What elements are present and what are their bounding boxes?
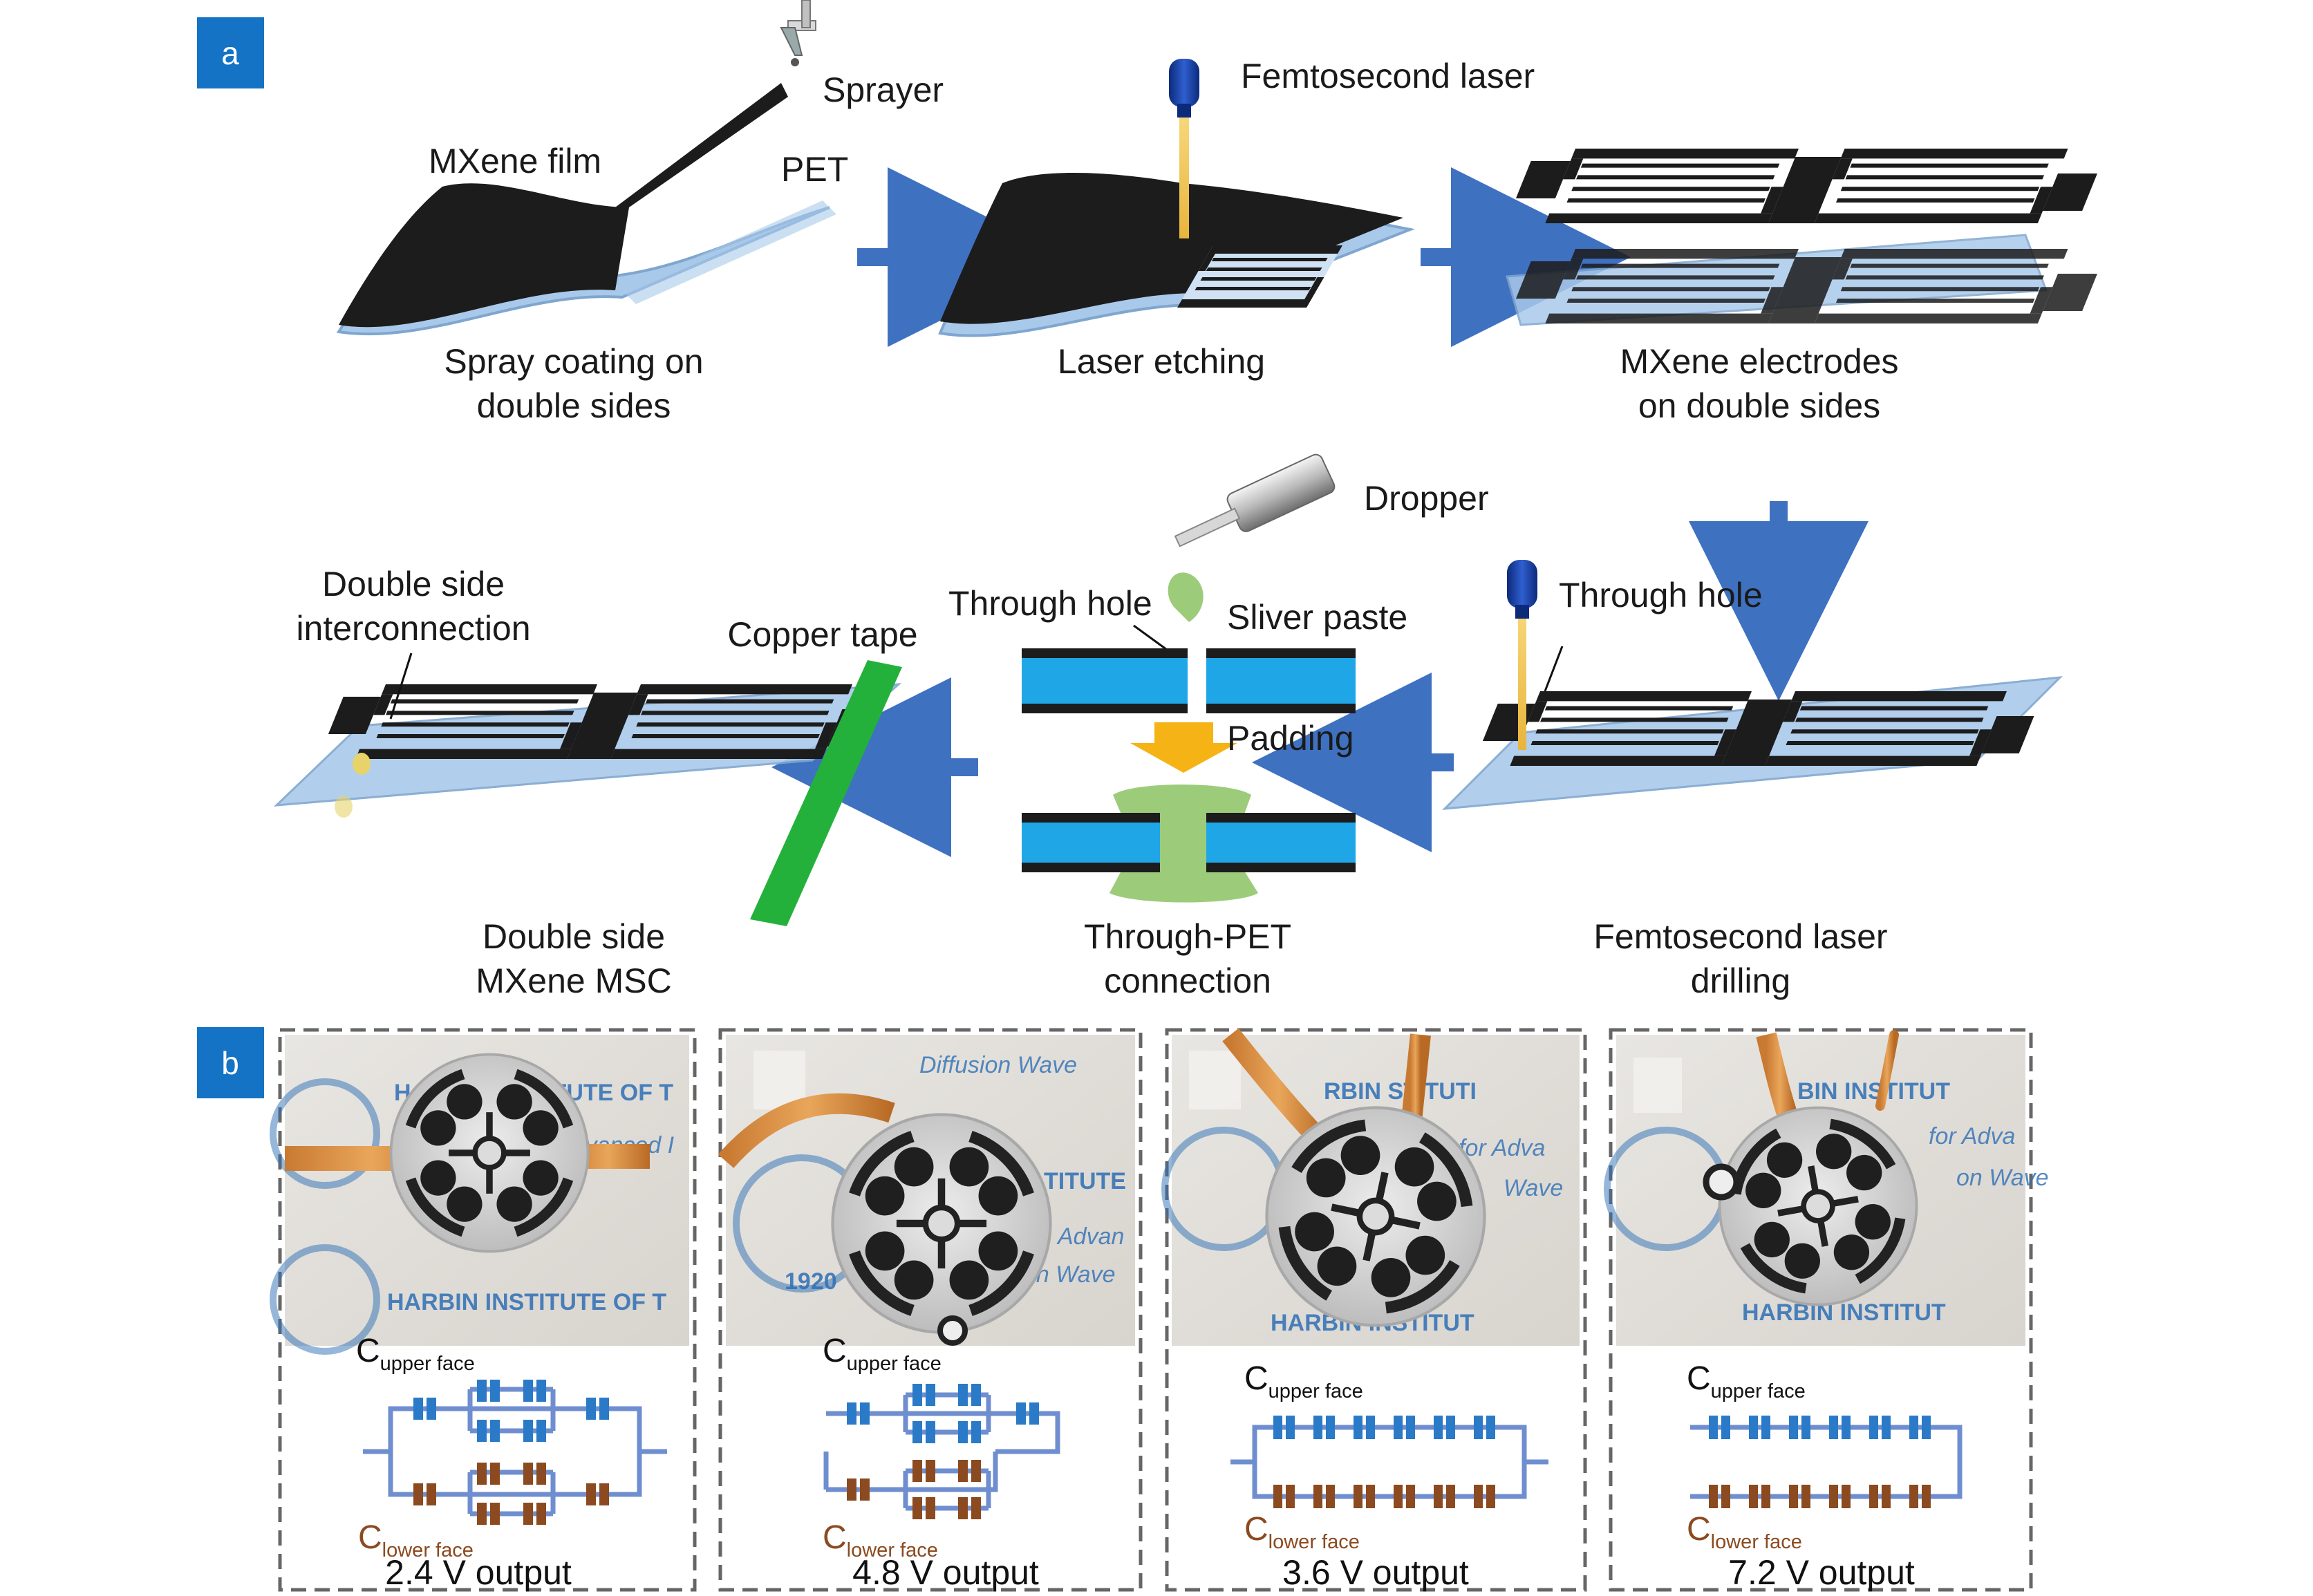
config-frame-4: [1609, 1028, 2033, 1592]
c4-output: 7.2 V output: [1728, 1553, 1915, 1592]
caption-msc-line1: Double side: [483, 917, 665, 956]
photo4-on-wave: on Wave: [1956, 1165, 2049, 1191]
photo-2p4v: HARBIN INSTITUTE OF T Advanced I HARBIN …: [270, 1035, 689, 1355]
circuit-3p6v: Cupper face Clower face: [1230, 1360, 1548, 1592]
c2-output: 4.8 V output: [852, 1553, 1039, 1592]
photo4-institute-bottom: HARBIN INSTITUT: [1742, 1299, 1946, 1326]
photo2-diffusion: Diffusion Wave: [919, 1052, 1077, 1078]
caption-spray-line2: double sides: [477, 386, 671, 425]
padding-arrow: [1130, 722, 1237, 773]
spray-cone: [615, 83, 788, 207]
etched-pattern: [1177, 245, 1343, 308]
label-interconnect-line2: interconnection: [296, 609, 530, 648]
caption-spray-line1: Spray coating on: [444, 342, 703, 381]
photo-4p8v: Diffusion Wave TITUTE Advan on Wave 1920: [718, 1035, 1135, 1346]
config-frame-1: [278, 1028, 697, 1592]
label-padding: Padding: [1227, 719, 1354, 758]
label-interconnect-line1: Double side: [322, 565, 505, 603]
c4-lower-label: Clower face: [1687, 1511, 1802, 1553]
caption-electrodes-line1: MXene electrodes: [1620, 342, 1898, 381]
drill-laser-beam: [1518, 608, 1526, 750]
photo4-for-adva: for Adva: [1929, 1123, 2015, 1149]
circuit-7p2v: Cupper face Clower face 7.2 V: [1687, 1360, 1963, 1592]
laser-head-icon: [1169, 59, 1199, 118]
circuit-2p4v: Cupper face: [356, 1333, 667, 1592]
photo2-advan: Advan: [1056, 1223, 1124, 1250]
pet-cross-section-after: [1022, 785, 1356, 903]
config-frame-2: [718, 1028, 1143, 1592]
step-double-side-msc: Double side interconnection Copper tape …: [273, 565, 918, 1000]
photo1-institute-bottom: HARBIN INSTITUTE OF T: [387, 1289, 666, 1315]
c3-lower-label: Clower face: [1244, 1511, 1360, 1553]
label-through-hole: Through hole: [948, 584, 1152, 623]
photo3-institute-top: RBIN STITUTI: [1324, 1078, 1477, 1105]
label-femtosecond-laser: Femtosecond laser: [1241, 57, 1535, 95]
c2-upper-label: Cupper face: [823, 1333, 942, 1375]
c1-output: 2.4 V output: [385, 1553, 572, 1592]
c3-output: 3.6 V output: [1282, 1553, 1469, 1592]
c1-lower-label: Clower face: [358, 1519, 474, 1561]
photo2-institute: TITUTE: [1044, 1168, 1126, 1194]
drill-laser-head-icon: [1507, 560, 1537, 619]
pet-cross-section-before: [1022, 648, 1356, 713]
caption-through-pet-line1: Through-PET: [1084, 917, 1291, 956]
sprayer-icon: [780, 0, 816, 66]
caption-drilling-line1: Femtosecond laser: [1593, 917, 1887, 956]
caption-through-pet-line2: connection: [1104, 961, 1271, 1000]
label-sprayer: Sprayer: [823, 71, 944, 109]
label-mxene-film: MXene film: [429, 142, 601, 180]
label-copper-tape: Copper tape: [727, 615, 917, 654]
label-dropper: Dropper: [1364, 479, 1489, 518]
panel-b: b HARBIN INSTITUTE OF T Advanced I HARBI…: [197, 1027, 2049, 1592]
silver-paste-drop: [1168, 572, 1204, 622]
step-laser-drilling: Through hole Femtosecond laser drilling: [1442, 560, 2063, 1000]
photo4-institute-top: BIN INSTITUT: [1797, 1078, 1950, 1105]
caption-laser-etching: Laser etching: [1058, 342, 1265, 381]
panel-a: a Sprayer MXene film PET Spray coating o…: [197, 0, 2097, 1000]
panel-b-badge: [197, 1027, 264, 1098]
label-pet: PET: [781, 150, 848, 189]
step-laser-etching: Femtosecond laser Laser etching: [938, 57, 1535, 381]
upper-electrodes: [1515, 149, 2097, 224]
step-through-pet: Dropper Through hole Sliver paste Paddin…: [948, 453, 1489, 1000]
step-electrodes-double-sides: MXene electrodes on double sides: [1506, 149, 2097, 425]
panel-a-badge: [197, 17, 264, 88]
caption-electrodes-line2: on double sides: [1638, 386, 1880, 425]
c2-lower-label: Clower face: [823, 1519, 938, 1561]
label-silver-paste: Sliver paste: [1227, 598, 1407, 637]
c1-upper-label: Cupper face: [356, 1333, 475, 1375]
config-frame-3: [1165, 1028, 1587, 1592]
photo3-wave: Wave: [1504, 1175, 1563, 1201]
interconnect-dot-2: [335, 796, 353, 818]
laser-beam: [1179, 118, 1189, 238]
panel-a-badge-label: a: [221, 35, 239, 71]
copper-tape-strip: [750, 660, 902, 926]
step-spray-coating: Sprayer MXene film PET Spray coating on …: [336, 0, 944, 425]
panel-b-badge-label: b: [221, 1045, 239, 1081]
caption-msc-line2: MXene MSC: [476, 961, 671, 1000]
lower-electrodes: [1515, 249, 2097, 324]
c3-upper-label: Cupper face: [1244, 1360, 1363, 1402]
photo3-for-adva: for Adva: [1459, 1135, 1545, 1161]
label-drill-through-hole: Through hole: [1559, 576, 1763, 614]
c4-upper-label: Cupper face: [1687, 1360, 1806, 1402]
photo-3p6v: RBIN STITUTI for Adva Wave HARBIN INSTIT…: [1161, 1028, 1580, 1346]
photo-7p2v: BIN INSTITUT for Adva on Wave HARBIN INS…: [1604, 1030, 2049, 1346]
caption-drilling-line2: drilling: [1691, 961, 1791, 1000]
circuit-4p8v: Cupper face Clowe: [823, 1333, 1060, 1592]
mxene-film-shape: [339, 183, 629, 328]
dropper-icon: [1174, 453, 1336, 547]
interconnect-dot-1: [353, 753, 371, 775]
